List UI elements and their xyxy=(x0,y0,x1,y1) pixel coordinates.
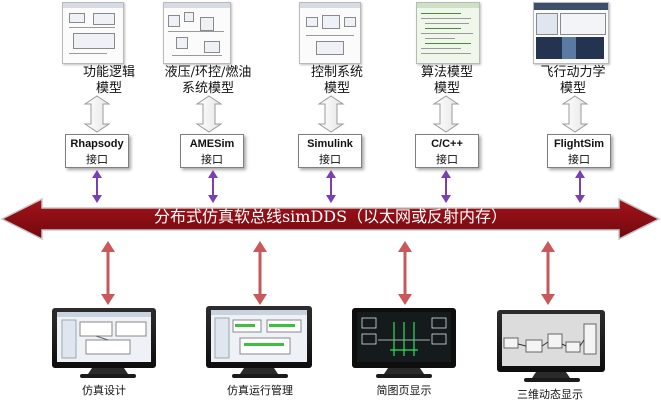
interface-suffix: 接口 xyxy=(201,153,223,166)
model-screenshot-flightsim xyxy=(533,2,609,64)
interface-box-amesim: AMESim 接口 xyxy=(180,134,244,168)
interface-box-c-cpp: C/C++ 接口 xyxy=(415,134,479,168)
bus-arrow xyxy=(0,197,661,241)
model-label-5: 飞行动力学 模型 xyxy=(513,65,633,97)
hollow-arrow-3 xyxy=(317,95,345,133)
interface-box-rhapsody: Rhapsody 接口 xyxy=(65,134,129,168)
red-arrow-3 xyxy=(398,241,412,305)
hollow-arrow-2 xyxy=(195,95,223,133)
model-label-2: 液压/环控/燃油 系统模型 xyxy=(148,65,268,97)
monitor-synoptic-display xyxy=(352,308,456,378)
interface-suffix: 接口 xyxy=(568,153,590,166)
model-label-4: 算法模型 模型 xyxy=(387,65,507,97)
model-screenshot-amesim xyxy=(163,2,231,64)
bus-label: 分布式仿真软总线simDDS（以太网或反射内存） xyxy=(153,207,508,226)
hollow-arrow-5 xyxy=(561,95,589,133)
interface-suffix: 接口 xyxy=(86,153,108,166)
monitor-simulation-run-management xyxy=(206,306,312,378)
model-label-1: 功能逻辑 模型 xyxy=(49,65,169,97)
red-arrow-2 xyxy=(253,241,267,305)
monitor-label-2: 仿真运行管理 xyxy=(227,384,293,397)
interface-box-flightsim: FlightSim 接口 xyxy=(547,134,611,168)
interface-name: Rhapsody xyxy=(70,138,124,150)
interface-box-simulink: Simulink 接口 xyxy=(298,134,362,168)
purple-arrow-2 xyxy=(208,170,218,203)
monitor-label-1: 仿真设计 xyxy=(82,384,126,397)
monitor-simulation-design xyxy=(52,308,156,378)
model-label-3: 控制系统 模型 xyxy=(277,65,397,97)
model-label-4-line1: 算法模型 xyxy=(420,65,473,80)
model-label-5-line1: 飞行动力学 xyxy=(540,65,606,80)
interface-name: FlightSim xyxy=(553,138,605,150)
model-label-3-line2: 模型 xyxy=(323,81,350,96)
model-label-2-line1: 液压/环控/燃油 xyxy=(164,65,252,80)
red-arrow-1 xyxy=(101,241,115,305)
monitor-label-3: 简图页显示 xyxy=(376,384,432,397)
purple-arrow-4 xyxy=(441,170,451,203)
purple-arrow-1 xyxy=(92,170,102,203)
purple-arrow-5 xyxy=(575,170,585,203)
interface-name: AMESim xyxy=(189,138,235,150)
model-label-2-line2: 系统模型 xyxy=(181,81,234,96)
interface-name: C/C++ xyxy=(431,138,463,150)
model-screenshot-simulink xyxy=(299,2,361,64)
model-label-1-line1: 功能逻辑 xyxy=(82,65,135,80)
model-screenshot-c-code xyxy=(416,2,480,64)
monitor-label-4: 三维动态显示 xyxy=(517,388,583,401)
model-label-5-line2: 模型 xyxy=(559,81,586,96)
model-label-1-line2: 模型 xyxy=(95,81,122,96)
hollow-arrow-1 xyxy=(83,95,111,133)
interface-name: Simulink xyxy=(307,138,353,150)
purple-arrow-3 xyxy=(326,170,336,203)
monitor-3d-dynamic-display xyxy=(497,310,605,382)
interface-suffix: 接口 xyxy=(436,153,458,166)
model-label-4-line2: 模型 xyxy=(433,81,460,96)
red-arrow-4 xyxy=(541,241,555,305)
interface-suffix: 接口 xyxy=(319,153,341,166)
model-screenshot-rhapsody xyxy=(62,2,124,64)
hollow-arrow-4 xyxy=(432,95,460,133)
model-label-3-line1: 控制系统 xyxy=(310,65,363,80)
